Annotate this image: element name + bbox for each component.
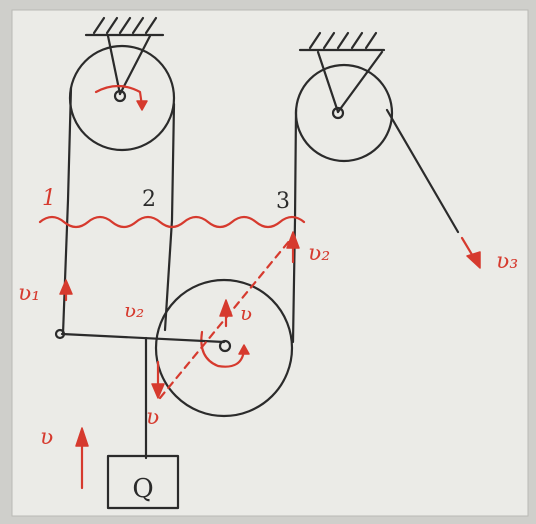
v-load-arrow-icon	[75, 427, 89, 490]
v2-label: ʋ₂	[308, 241, 330, 266]
section-line	[38, 215, 306, 229]
v-down-arrow-icon	[151, 360, 165, 399]
v3-arrow-icon	[460, 236, 481, 269]
v-down-label: ʋ	[146, 405, 159, 430]
v-center-arrow-icon	[219, 299, 233, 328]
section-label-3: 3	[276, 189, 290, 214]
rope-segments	[54, 86, 460, 460]
v1-label: ʋ₁	[18, 281, 40, 306]
v2-label-left: ʋ₂	[124, 298, 144, 322]
left-fixed-support-icon	[84, 16, 165, 96]
v-center-label: ʋ	[240, 301, 252, 325]
v3-label: ʋ₃	[496, 249, 518, 274]
section-label-2: 2	[142, 187, 156, 212]
instant-center-dashed-line	[158, 238, 292, 400]
v2-arrow-icon	[286, 231, 300, 264]
left-pulley-rotation-icon	[94, 84, 148, 111]
right-fixed-support-icon	[298, 31, 386, 114]
section-label-1: 1	[42, 186, 56, 211]
v1-arrow-icon	[59, 279, 73, 302]
moving-pulley	[154, 278, 294, 418]
v-load-label: ʋ	[40, 425, 53, 450]
load-box	[106, 454, 180, 510]
load-label: Q	[132, 474, 153, 504]
